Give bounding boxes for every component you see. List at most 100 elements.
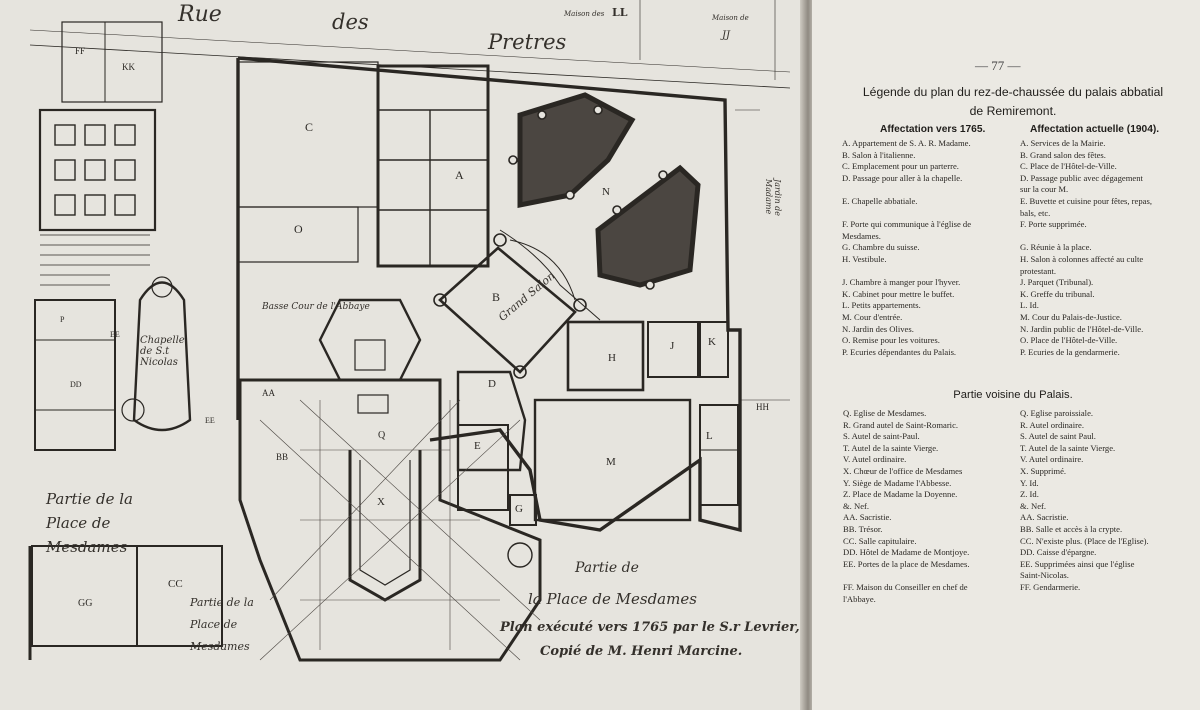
legend-entry: Y. Id. (1020, 477, 1039, 488)
plan-street-des: des (332, 10, 369, 34)
plan-room-aa: AA (262, 388, 275, 398)
legend-entry: B. Grand salon des fêtes. (1020, 149, 1106, 160)
plan-room-g: G (515, 503, 523, 515)
legend-entry: F. Porte supprimée. (1020, 219, 1087, 230)
legend-entry: CC. Salle capitulaire. (843, 535, 917, 546)
legend-entry: X. Supprimé. (1020, 466, 1067, 476)
right-page-legend (812, 0, 1200, 710)
legend-entry: EE. Supprimées ainsi que l'église (1020, 558, 1135, 569)
plan-room-o: O (294, 222, 303, 236)
legend-entry: Mesdames. (842, 230, 881, 241)
legend-entry: M. Cour d'entrée. (842, 312, 903, 322)
plan-room-bb: BB (276, 452, 289, 462)
legend-entry: Q. Eglise de Mesdames. (843, 408, 927, 418)
legend-entry: K. Cabinet pour mettre le buffet. (842, 288, 955, 299)
plan-place-mesdames-left: Partie de la Place de Mesdames (46, 490, 133, 556)
legend-entry: J. Chambre à manger pour l'hyver. (842, 277, 961, 288)
legend-entry: B. Salon à l'italienne. (842, 149, 916, 160)
plan-room-a: A (455, 168, 464, 182)
legend-entry: P. Ecuries de la gendarmerie. (1020, 346, 1120, 357)
plan-street-pretres: Pretres (488, 30, 567, 54)
plan-room-j: J (670, 340, 675, 352)
legend-entry: E. Chapelle abbatiale. (842, 196, 918, 206)
plan-room-c: C (305, 120, 314, 134)
legend-entry: AA. Sacristie. (843, 512, 892, 523)
legend-entry: FF. Maison du Conseiller en chef de (843, 582, 968, 592)
legend-entry: R. Grand autel de Saint-Romaric. (843, 419, 959, 430)
legend-entry: bals, etc. (1020, 207, 1051, 218)
legend-entry: N. Jardin des Olives. (842, 323, 914, 334)
legend-entry: AA. Sacristie. (1020, 512, 1069, 523)
legend-entry: J. Parquet (Tribunal). (1020, 277, 1094, 288)
plan-room-n: N (602, 186, 610, 198)
plan-room-p: P (60, 315, 65, 324)
plan-room-b: B (492, 290, 501, 304)
left-page-plan (0, 0, 806, 710)
plan-place-bottom-1: Partie de (575, 560, 639, 576)
plan-room-d: D (488, 378, 496, 390)
plan-room-l: L (706, 430, 713, 442)
legend-entry: C. Place de l'Hôtel-de-Ville. (1020, 161, 1117, 172)
plan-top-note-1: Maison des (564, 10, 605, 18)
plan-room-x: X (377, 496, 385, 508)
legend-entry: l'Abbaye. (843, 593, 876, 604)
legend-entry: G. Chambre du suisse. (842, 242, 920, 253)
plan-house-ff: FF (75, 46, 86, 56)
page-number: — 77 — (975, 58, 1021, 73)
floor-plan-drawing (28, 0, 791, 662)
legend-entry: DD. Hôtel de Madame de Montjoye. (843, 547, 970, 558)
legend-entry: E. Buvette et cuisine pour fêtes, repas, (1020, 196, 1152, 206)
legend-entry: M. Cour du Palais-de-Justice. (1020, 312, 1122, 322)
legend-entry: F. Porte qui communique à l'église de (842, 219, 972, 230)
legend-entry: Z. Place de Madame la Doyenne. (843, 489, 958, 500)
legend-entry: BB. Trésor. (843, 524, 883, 534)
plan-place-bottom-left: Partie de la Place de Mesdames (190, 596, 254, 653)
plan-place-bottom-2: la Place de Mesdames (528, 590, 697, 608)
plan-jardin: Jardin de Madame (764, 179, 782, 217)
legend-entry: A. Appartement de S. A. R. Madame. (842, 138, 971, 148)
col-left-heading: Affectation vers 1765. (880, 124, 986, 135)
legend-entry: S. Autel de saint Paul. (1020, 431, 1096, 442)
legend-entry: O. Place de l'Hôtel-de-Ville. (1020, 335, 1118, 346)
plan-room-m: M (606, 456, 616, 468)
legend-entry: S. Autel de saint-Paul. (843, 431, 920, 442)
plan-street-rue: Rue (178, 2, 222, 27)
legend-entry: G. Réunie à la place. (1020, 242, 1092, 253)
legend-entry: &. Nef. (843, 500, 870, 511)
legend-entry: A. Services de la Mairie. (1020, 138, 1106, 148)
legend-entry: Y. Siège de Madame l'Abbesse. (843, 477, 952, 488)
plan-gg: GG (78, 598, 93, 609)
plan-room-hh: HH (756, 402, 769, 412)
legend-entry: L. Petits appartements. (842, 300, 921, 311)
plan-ee-2: EE (205, 416, 215, 425)
legend-entry: DD. Caisse d'épargne. (1020, 547, 1097, 558)
legend-entry: Z. Id. (1020, 489, 1039, 500)
legend-entry: FF. Gendarmerie. (1020, 582, 1081, 592)
legend-entry: P. Ecuries dépendantes du Palais. (842, 346, 957, 357)
legend-entry: CC. N'existe plus. (Place de l'Eglise). (1020, 535, 1149, 546)
legend-entry: BB. Salle et accès à la crypte. (1020, 524, 1123, 534)
plan-room-e: E (474, 440, 481, 452)
legend-entry: &. Nef. (1020, 500, 1047, 511)
plan-room-q: Q (378, 430, 386, 441)
legend-entry: X. Chœur de l'office de Mesdames (843, 466, 963, 476)
plan-room-k: K (708, 336, 716, 348)
section2-heading: Partie voisine du Palais. (953, 389, 1073, 401)
col-right-heading: Affectation actuelle (1904). (1030, 124, 1160, 135)
legend-entry: R. Autel ordinaire. (1020, 419, 1084, 430)
plan-dd: DD (70, 380, 82, 389)
legend-entry: D. Passage pour aller à la chapelle. (842, 172, 963, 183)
legend-entry: Saint-Nicolas. (1020, 570, 1069, 581)
plan-top-note-3: Maison de (712, 14, 749, 22)
legend-entry: L. Id. (1020, 300, 1039, 311)
legend-entry: O. Remise pour les voitures. (842, 335, 940, 346)
legend-entry: protestant. (1020, 265, 1057, 276)
plan-caption-1: Plan exécuté vers 1765 par le S.r Levrie… (500, 620, 800, 635)
legend-entry: H. Vestibule. (842, 254, 887, 264)
plan-top-note-4: JJ (722, 30, 731, 41)
legend-entry: V. Autel ordinaire. (843, 454, 907, 465)
plan-room-h: H (608, 352, 616, 364)
plan-top-note-2: LL (612, 6, 628, 19)
legend-entry: sur la cour M. (1020, 184, 1069, 195)
legend-entry: EE. Portes de la place de Mesdames. (843, 558, 970, 569)
